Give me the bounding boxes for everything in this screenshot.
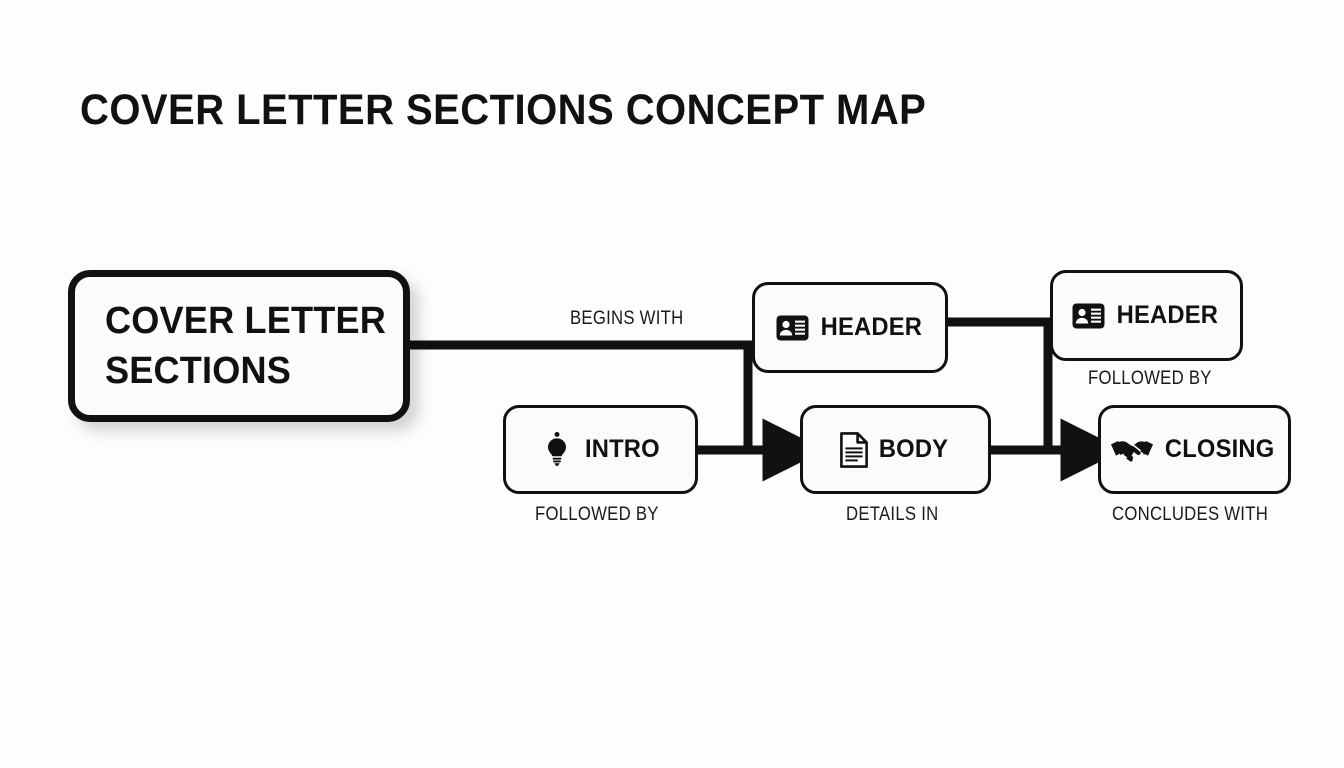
node-header-top[interactable]: HEADER <box>752 282 948 373</box>
node-header-top-label: HEADER <box>820 313 922 341</box>
node-intro-label: INTRO <box>584 435 660 463</box>
node-closing[interactable]: CLOSING <box>1098 405 1291 494</box>
handshake-icon <box>1111 435 1154 465</box>
lightbulb-icon <box>540 431 574 468</box>
node-header-right-label: HEADER <box>1116 301 1219 329</box>
id-card-icon <box>1072 303 1105 329</box>
edge-label-begins-with: BEGINS WITH <box>570 308 684 329</box>
node-cover-letter-sections[interactable]: COVER LETTER SECTIONS <box>68 270 410 422</box>
node-header-right[interactable]: HEADER <box>1050 270 1243 361</box>
edge-label-details-in: DETAILS IN <box>846 504 939 525</box>
node-body-label: BODY <box>879 435 949 463</box>
node-closing-label: CLOSING <box>1165 435 1275 463</box>
node-intro[interactable]: INTRO <box>503 405 698 494</box>
document-icon <box>840 431 869 468</box>
node-body[interactable]: BODY <box>800 405 991 494</box>
node-root-label-line1: COVER LETTER <box>105 299 387 342</box>
id-card-icon <box>776 315 809 341</box>
edge-label-followed-by-header: FOLLOWED BY <box>1088 368 1212 389</box>
node-root-label: COVER LETTER SECTIONS <box>105 296 386 396</box>
edge-label-followed-by-intro: FOLLOWED BY <box>535 504 659 525</box>
node-root-label-line2: SECTIONS <box>105 350 292 392</box>
edge-label-concludes-with: CONCLUDES WITH <box>1112 504 1269 525</box>
page-title: COVER LETTER SECTIONS CONCEPT MAP <box>80 86 927 134</box>
